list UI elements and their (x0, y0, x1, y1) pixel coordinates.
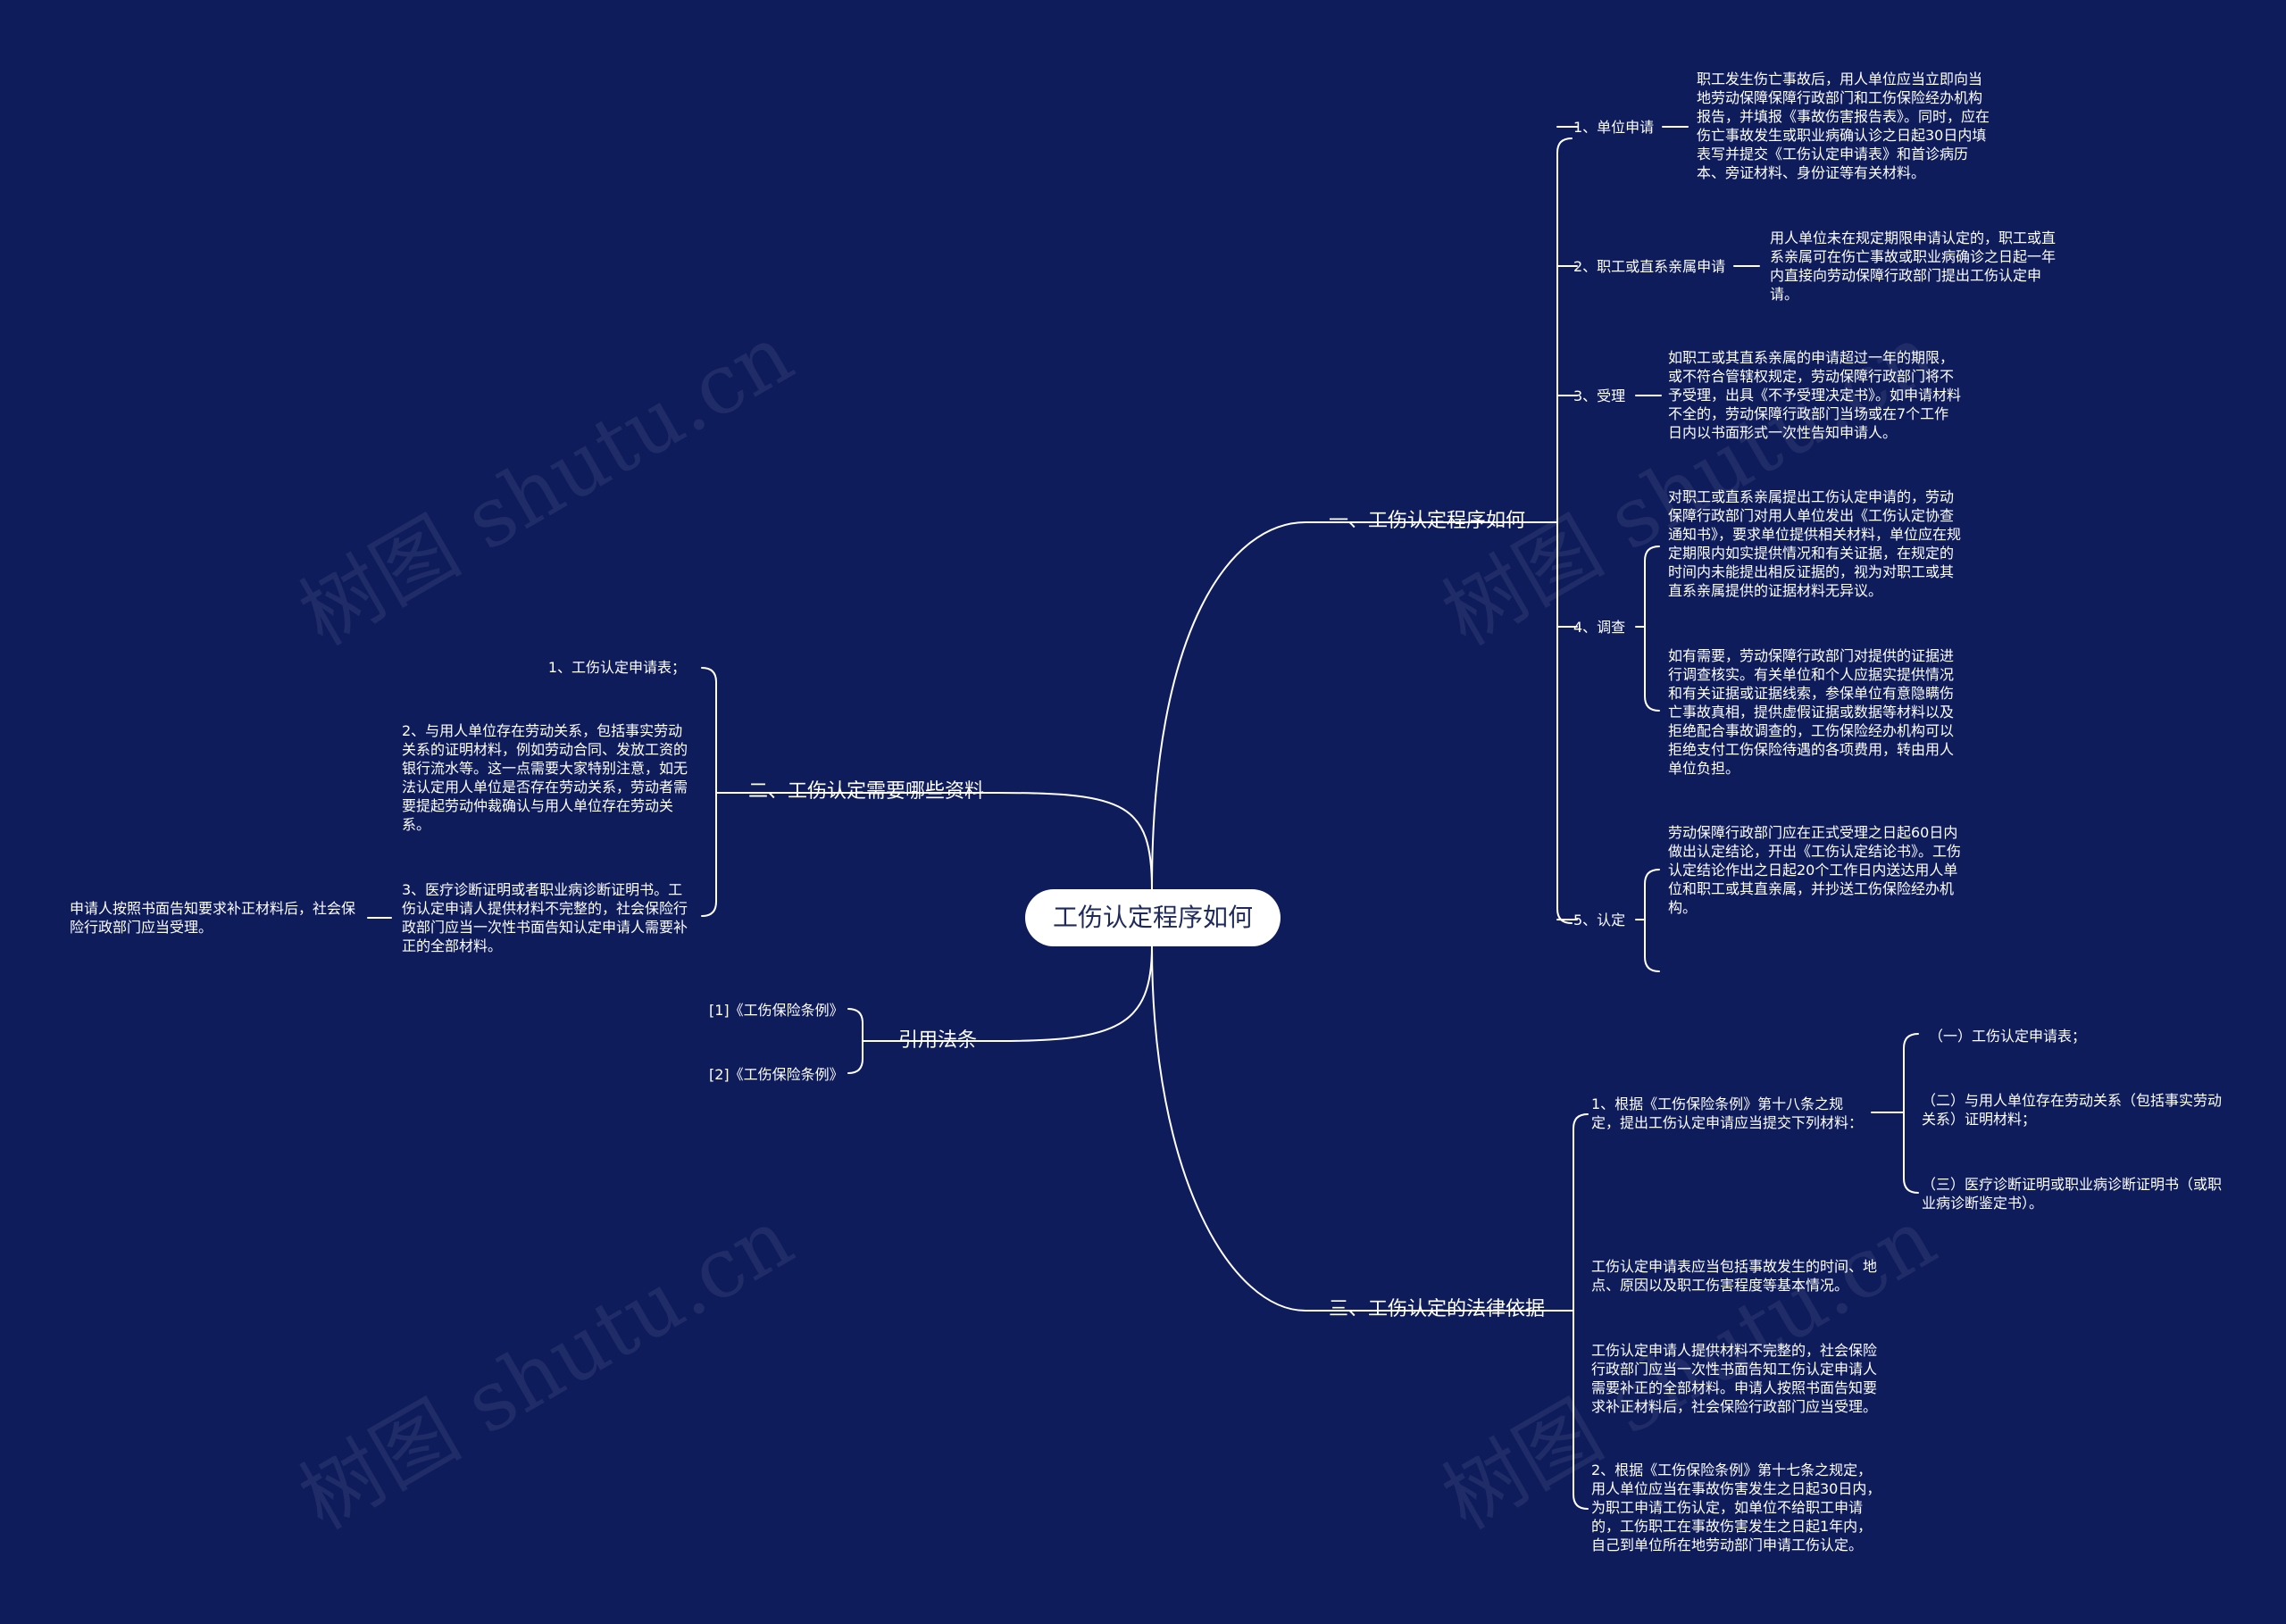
branch1-item1-label[interactable]: 1、单位申请 (1573, 119, 1655, 136)
branch2-item3-child: 申请人按照书面告知要求补正材料后，社会保险行政部门应当受理。 (70, 900, 356, 936)
branch4-item4: 2、根据《工伤保险条例》第十七条之规定，用人单位应当在事故伤害发生之日起30日内… (1591, 1462, 1881, 1553)
branch4-item2: 工伤认定申请表应当包括事故发生的时间、地点、原因以及职工伤害程度等基本情况。 (1591, 1258, 1878, 1294)
branch2-item1: 1、工伤认定申请表； (547, 659, 686, 676)
branch1-item3-text: 如职工或其直系亲属的申请超过一年的期限，或不符合管辖权规定，劳动保障行政部门将不… (1668, 349, 1962, 441)
branch1-item2-text: 用人单位未在规定期限申请认定的，职工或直系亲属可在伤亡事故或职业病确诊之日起一年… (1770, 229, 2057, 303)
branch3-bracket (847, 1008, 864, 1074)
branch1-item5-label[interactable]: 5、认定 (1573, 912, 1626, 929)
branch3-title[interactable]: 引用法条 (898, 1029, 978, 1052)
link-root-branch4 (1151, 945, 1306, 1312)
root-node[interactable]: 工伤认定程序如何 (1025, 889, 1281, 946)
branch4-item3: 工伤认定申请人提供材料不完整的，社会保险行政部门应当一次性书面告知工伤认定申请人… (1591, 1342, 1878, 1415)
branch2-item2: 2、与用人单位存在劳动关系，包括事实劳动关系的证明材料，例如劳动合同、发放工资的… (402, 722, 688, 833)
branch1-item4-text1: 对职工或直系亲属提出工伤认定申请的，劳动保障行政部门对用人单位发出《工伤认定协查… (1668, 488, 1962, 599)
branch1-item2-label[interactable]: 2、职工或直系亲属申请 (1573, 258, 1726, 275)
branch4-title[interactable]: 三、工伤认定的法律依据 (1329, 1298, 1546, 1320)
branch4-item1-child3: （三）医疗诊断证明或职业病诊断证明书（或职业病诊断鉴定书）。 (1922, 1176, 2223, 1212)
branch4-item1-bracket (1903, 1033, 1919, 1194)
branch1-item5-text: 劳动保障行政部门应在正式受理之日起60日内做出认定结论，开出《工伤认定结论书》。… (1668, 824, 1962, 916)
branch4-item1: 1、根据《工伤保险条例》第十八条之规定，提出工伤认定申请应当提交下列材料： (1591, 1095, 1864, 1131)
branch1-item4-bracket (1644, 545, 1660, 712)
branch4-bracket (1573, 1113, 1589, 1510)
branch4-item1-child1: （一）工伤认定申请表； (1929, 1028, 2087, 1045)
law-ref-1[interactable]: [1]《工伤保险条例》 (709, 1002, 844, 1019)
branch2-title[interactable]: 二、工伤认定需要哪些资料 (748, 780, 985, 803)
branch2-item3: 3、医疗诊断证明或者职业病诊断证明书。工伤认定申请人提供材料不完整的，社会保险行… (402, 881, 688, 954)
link-root-branch1 (1151, 521, 1306, 890)
link-root-branch2 (997, 792, 1153, 890)
branch1-bracket (1556, 137, 1573, 924)
branch1-item4-label[interactable]: 4、调查 (1573, 619, 1626, 636)
link-root-branch3 (997, 945, 1153, 1042)
branch1-item1-text: 职工发生伤亡事故后，用人单位应当立即向当地劳动保障保障行政部门和工伤保险经办机构… (1697, 71, 1990, 181)
branch1-item3-label[interactable]: 3、受理 (1573, 387, 1626, 404)
branch2-bracket (701, 667, 717, 917)
law-ref-2[interactable]: [2]《工伤保险条例》 (709, 1066, 844, 1083)
branch1-title[interactable]: 一、工伤认定程序如何 (1329, 510, 1526, 532)
branch1-item5-bracket (1644, 869, 1660, 972)
branch4-item1-child2: （二）与用人单位存在劳动关系（包括事实劳动关系）证明材料； (1922, 1092, 2223, 1128)
branch1-item4-text2: 如有需要，劳动保障行政部门对提供的证据进行调查核实。有关单位和个人应据实提供情况… (1668, 647, 1955, 777)
